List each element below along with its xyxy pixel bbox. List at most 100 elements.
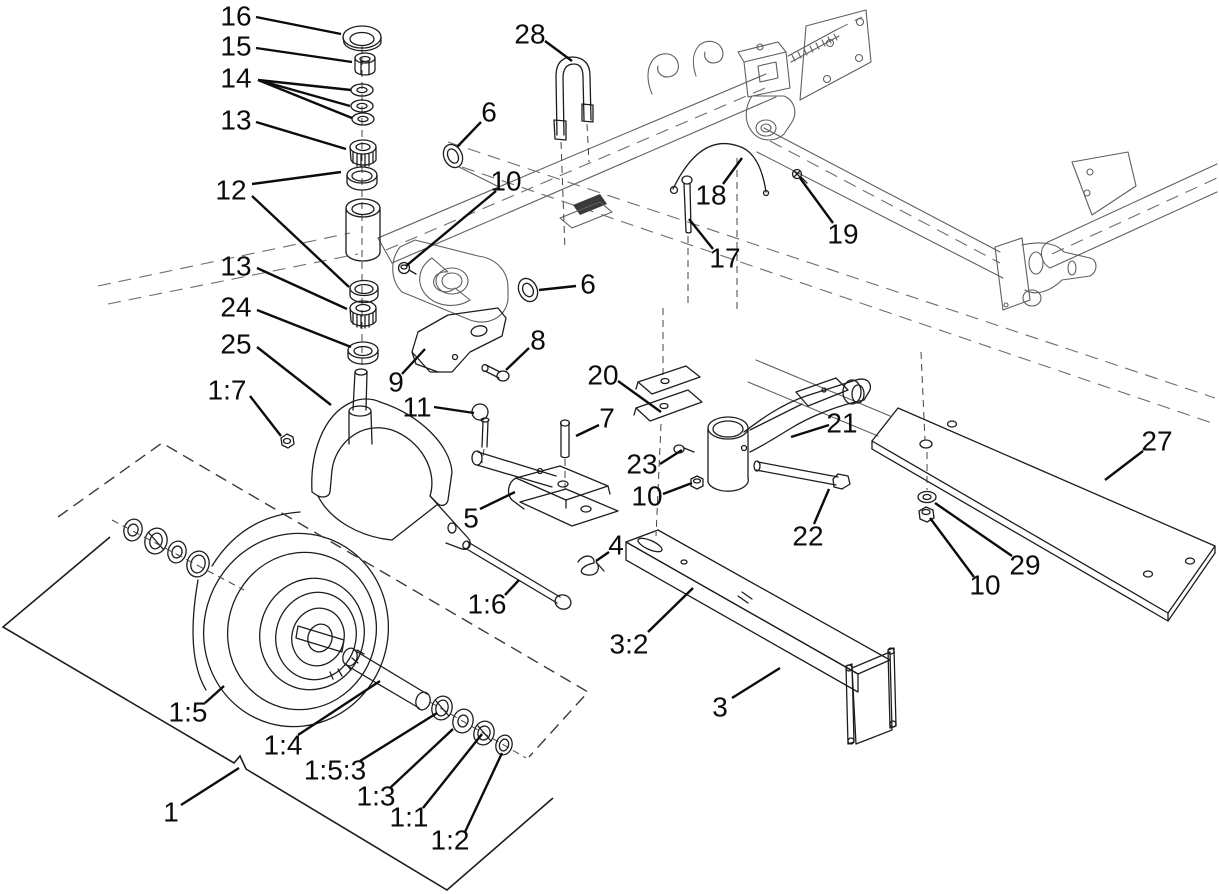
callout-label-10b: 10 — [631, 481, 662, 512]
washer-29 — [917, 490, 937, 504]
leader-line-5 — [479, 490, 516, 511]
callout-label-1:4: 1:4 — [264, 730, 303, 761]
leader-line-18 — [722, 157, 743, 185]
caster-mount-right — [994, 237, 1097, 311]
callout-label-1:3: 1:3 — [357, 781, 396, 812]
spindle-tube — [345, 198, 381, 262]
callout-label-17: 17 — [709, 243, 740, 274]
cable-rod-18 — [669, 142, 770, 197]
leader-line-10a — [405, 190, 497, 267]
height-adjust-bracket-5 — [471, 450, 619, 527]
leader-line-1 — [180, 766, 240, 807]
callout-label-23: 23 — [626, 449, 657, 480]
callout-label-1:7: 1:7 — [208, 375, 247, 406]
axle-1-4 — [342, 647, 527, 759]
wheel-hub — [275, 591, 365, 681]
leader-line-1:5 — [204, 685, 225, 704]
callout-label-10c: 10 — [969, 570, 1000, 601]
center-hardware — [280, 143, 619, 610]
leader-line-24 — [256, 308, 352, 349]
hoc-plates-20 — [633, 308, 703, 537]
leader-line-19 — [799, 177, 834, 224]
leader-line-28 — [544, 40, 573, 62]
callout-label-19: 19 — [827, 219, 858, 250]
nut-10-mid — [690, 475, 704, 490]
callout-label-11: 11 — [402, 392, 431, 423]
seal-24 — [347, 341, 379, 365]
assembly-boundary-box-1 — [1, 442, 590, 891]
callout-label-15: 15 — [220, 31, 251, 62]
callout-label-3: 3 — [712, 692, 728, 723]
nut-10-right — [918, 506, 935, 523]
lift-pin-17 — [681, 158, 738, 310]
leader-line-6b — [538, 284, 577, 292]
bolt-22 — [753, 460, 851, 490]
axle-spacers-bearings — [431, 695, 513, 756]
leader-line-13b — [256, 266, 348, 311]
callout-label-8: 8 — [530, 325, 546, 356]
leader-line-21 — [790, 423, 830, 439]
callout-label-1:6: 1:6 — [468, 589, 507, 620]
leader-line-27 — [1104, 450, 1144, 481]
u-bolt-28 — [553, 56, 594, 251]
screw-19 — [791, 168, 808, 184]
bearing-race-12-lower — [349, 279, 379, 304]
callout-label-25: 25 — [220, 329, 251, 360]
hub-bearings-left — [111, 518, 245, 591]
callout-label-6b: 6 — [580, 269, 596, 300]
callout-label-24: 24 — [220, 292, 251, 323]
leader-line-6a — [456, 121, 482, 148]
bearing-cone-13-upper — [349, 139, 377, 168]
clevis-pin-7 — [559, 419, 571, 489]
callout-label-1:1: 1:1 — [390, 802, 429, 833]
leader-line-16 — [255, 15, 342, 36]
carriage-bolt-1-6 — [462, 540, 572, 610]
callout-label-3:2: 3:2 — [610, 629, 649, 660]
callout-label-1:5:3: 1:5:3 — [304, 755, 366, 786]
caster-fork-25 — [311, 368, 471, 550]
callout-label-6a: 6 — [481, 97, 497, 128]
callout-label-21: 21 — [826, 408, 857, 439]
lynch-pin-11 — [471, 403, 490, 464]
callout-label-16: 16 — [220, 1, 251, 32]
leader-line-1:7 — [249, 395, 282, 437]
callout-label-9: 9 — [388, 367, 404, 398]
bolt-8 — [481, 363, 510, 382]
leader-line-11 — [433, 405, 475, 415]
castle-nut-15 — [354, 52, 376, 76]
leader-line-1:2 — [463, 752, 504, 833]
callout-label-7: 7 — [599, 403, 615, 434]
leader-line-15 — [255, 46, 353, 64]
callout-label-27: 27 — [1141, 426, 1172, 457]
beam-end-bracket — [845, 647, 897, 745]
leader-line-20 — [617, 380, 662, 413]
callout-label-22: 22 — [792, 521, 823, 552]
spindle-parts-stack — [342, 25, 382, 368]
leader-line-10c — [929, 517, 975, 578]
leader-line-14 — [257, 78, 353, 120]
washer-6-mid — [517, 277, 539, 303]
leader-line-10b — [662, 481, 693, 496]
callout-label-13b: 13 — [220, 251, 251, 282]
callout-label-1:5: 1:5 — [169, 697, 208, 728]
dust-cap-16 — [342, 25, 382, 52]
hairpin-cotter-4 — [577, 555, 605, 576]
frame-rails — [97, 9, 1218, 437]
callout-label-20: 20 — [587, 360, 618, 391]
washer-6-upper — [442, 143, 498, 187]
bracket-9 — [411, 307, 507, 373]
leader-line-1:4 — [297, 679, 381, 737]
tire-1-5 — [192, 511, 390, 728]
beam-3 — [625, 529, 897, 745]
leader-line-1:3 — [389, 728, 454, 789]
leader-line-7 — [575, 423, 600, 438]
wheel-assembly — [1, 442, 590, 891]
callout-label-1: 1 — [163, 797, 179, 828]
washers-14 — [350, 83, 375, 126]
leader-line-14 — [257, 78, 352, 92]
leader-line-22 — [812, 488, 831, 525]
leader-line-3 — [731, 666, 781, 700]
callout-label-14: 14 — [220, 63, 251, 94]
callout-label-13a: 13 — [220, 105, 251, 136]
leader-line-4 — [595, 551, 610, 562]
